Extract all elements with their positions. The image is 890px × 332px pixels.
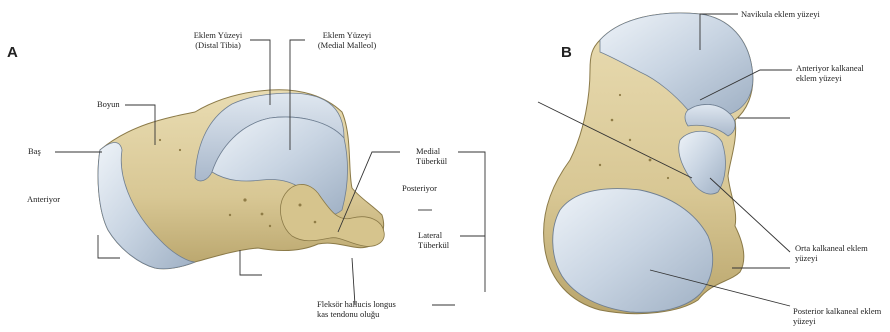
- label-anterior-calcaneal-surface: Anteriyor kalkaneal eklem yüzeyi: [796, 63, 864, 83]
- label-posterior-calcaneal-surface: Posterior kalkaneal eklem yüzeyi: [793, 306, 881, 326]
- label-navicular-surface: Navikula eklem yüzeyi: [741, 9, 820, 19]
- label-anterior: Anteriyor: [27, 194, 60, 204]
- label-lateral-tubercle: Lateral Tüberkül: [418, 230, 449, 250]
- label-distal-tibia-surface: Eklem Yüzeyi (Distal Tibia): [186, 30, 250, 50]
- label-medial-tubercle: Medial Tüberkül: [416, 146, 447, 166]
- label-medial-malleolus-surface: Eklem Yüzeyi (Medial Malleol): [306, 30, 388, 50]
- label-posterior: Posteriyor: [402, 183, 437, 193]
- talus-medial-view: [98, 90, 384, 269]
- panel-label-b: B: [561, 44, 572, 61]
- label-head: Baş: [28, 146, 41, 156]
- panel-label-a: A: [7, 44, 18, 61]
- label-neck: Boyun: [97, 99, 120, 109]
- talus-inferior-view: [544, 13, 753, 314]
- label-flexor-groove: Fleksör hallucis longus kas tendonu oluğ…: [317, 299, 396, 319]
- label-middle-calcaneal-surface: Orta kalkaneal eklem yüzeyi: [795, 243, 868, 263]
